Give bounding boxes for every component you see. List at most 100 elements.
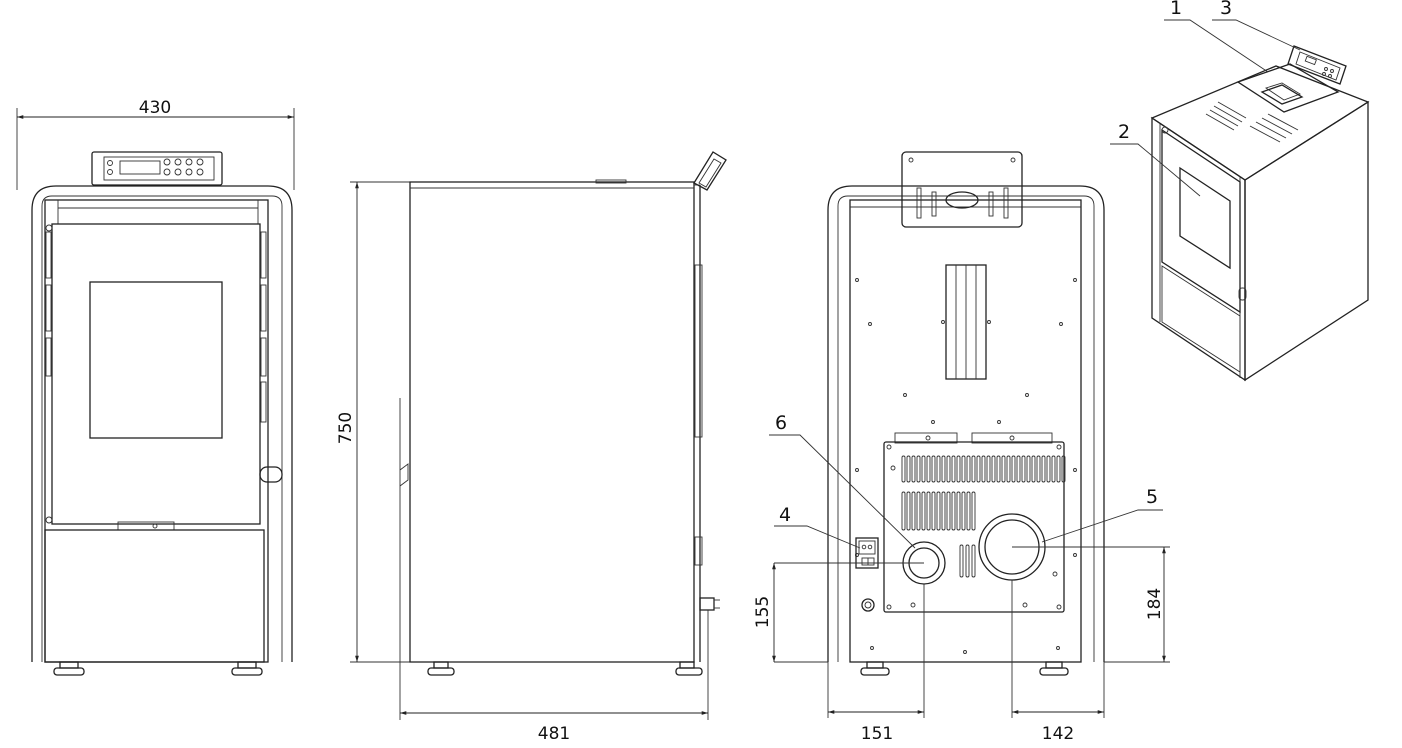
front-view: 430 <box>16 98 295 676</box>
vent-slot <box>976 455 981 483</box>
rear-body <box>849 199 1082 663</box>
iso-control-panel <box>1287 45 1347 85</box>
rear-screws <box>855 278 1077 654</box>
iso-vent-slats <box>1205 101 1299 143</box>
vent-slot <box>916 491 921 531</box>
vent-slot <box>971 491 976 531</box>
vent-slot <box>1046 455 1051 483</box>
callout-2: 2 <box>1118 121 1130 143</box>
vent-slot <box>906 491 911 531</box>
front-body <box>44 199 269 663</box>
vent-slot <box>991 455 996 483</box>
iso-glass-window <box>1179 166 1231 270</box>
rear-inspection-plate <box>883 432 1066 613</box>
callout-3: 3 <box>1220 0 1232 19</box>
vent-slot <box>1031 455 1036 483</box>
vent-slot <box>961 455 966 483</box>
vent-slot <box>1006 455 1011 483</box>
front-control-panel <box>91 151 223 186</box>
vent-slot <box>971 544 976 578</box>
small-outlet-height-label: 155 <box>753 596 773 628</box>
vent-slot <box>1021 455 1026 483</box>
vent-slot <box>951 491 956 531</box>
callout-2-leader <box>1110 143 1201 197</box>
vent-slot <box>911 491 916 531</box>
vent-slot <box>1041 455 1046 483</box>
vent-slot <box>1051 455 1056 483</box>
rear-top-plate <box>901 151 1023 228</box>
vent-slot <box>901 455 906 483</box>
vent-slot <box>926 455 931 483</box>
front-feet <box>53 661 263 676</box>
callout-1-leader <box>1164 19 1269 73</box>
vent-slot <box>966 491 971 531</box>
width-dimension-label: 430 <box>139 98 171 118</box>
vent-slot <box>1011 455 1016 483</box>
vent-slot <box>936 455 941 483</box>
iso-side-face <box>1244 100 1369 382</box>
vent-slot <box>921 455 926 483</box>
depth-dimension-label: 481 <box>538 724 570 744</box>
vent-slot <box>941 455 946 483</box>
height-dimension-label: 750 <box>336 412 356 444</box>
vent-slot <box>941 491 946 531</box>
vent-slot <box>921 491 926 531</box>
vent-slot <box>956 455 961 483</box>
vent-slot <box>1026 455 1031 483</box>
side-feet <box>427 661 703 676</box>
vent-slot <box>1056 455 1061 483</box>
side-control-panel <box>693 151 727 191</box>
vent-slot <box>901 491 906 531</box>
vent-slot <box>956 491 961 531</box>
power-socket <box>855 537 879 569</box>
vent-slot <box>931 491 936 531</box>
vent-slot <box>1061 455 1066 483</box>
vent-slot <box>986 455 991 483</box>
front-door <box>51 223 261 525</box>
vent-slot <box>965 544 970 578</box>
side-view: 750 481 <box>336 151 727 744</box>
rear-feet <box>860 661 1069 676</box>
vent-slot <box>966 455 971 483</box>
vent-slot <box>971 455 976 483</box>
iso-front-face <box>1151 116 1246 382</box>
rear-fitting <box>861 598 875 612</box>
vent-slot <box>1036 455 1041 483</box>
large-outlet-height-label: 184 <box>1145 588 1165 620</box>
callout-4-leader <box>774 525 861 549</box>
front-glass-window <box>89 281 223 439</box>
vent-slot <box>946 491 951 531</box>
vent-slot <box>931 455 936 483</box>
callout-4: 4 <box>779 504 791 526</box>
callout-6-leader <box>769 434 916 549</box>
vent-slot <box>981 455 986 483</box>
vent-slot <box>951 455 956 483</box>
door-handle <box>259 466 283 483</box>
rear-side-panels <box>827 185 1105 662</box>
vent-slot <box>906 455 911 483</box>
isometric-view: 1 3 2 <box>1110 0 1370 382</box>
vent-slot <box>959 544 964 578</box>
callout-1: 1 <box>1170 0 1182 19</box>
side-outlet-stub <box>699 597 715 611</box>
vent-slot <box>1001 455 1006 483</box>
vent-slot <box>936 491 941 531</box>
vent-slot <box>911 455 916 483</box>
front-side-panels <box>31 185 293 662</box>
vent-slot <box>946 455 951 483</box>
large-outlet-offset-label: 142 <box>1042 724 1074 744</box>
iso-door <box>1161 128 1241 314</box>
callout-5-leader <box>1041 509 1163 543</box>
callout-6: 6 <box>775 412 787 434</box>
vent-slot <box>926 491 931 531</box>
callout-3-leader <box>1212 19 1301 51</box>
vent-slot <box>996 455 1001 483</box>
vent-slot <box>1016 455 1021 483</box>
vent-slot <box>961 491 966 531</box>
front-ash-panel <box>44 529 265 663</box>
vent-slot <box>916 455 921 483</box>
rear-vertical-rail <box>945 264 987 380</box>
small-outlet-offset-label: 151 <box>861 724 893 744</box>
